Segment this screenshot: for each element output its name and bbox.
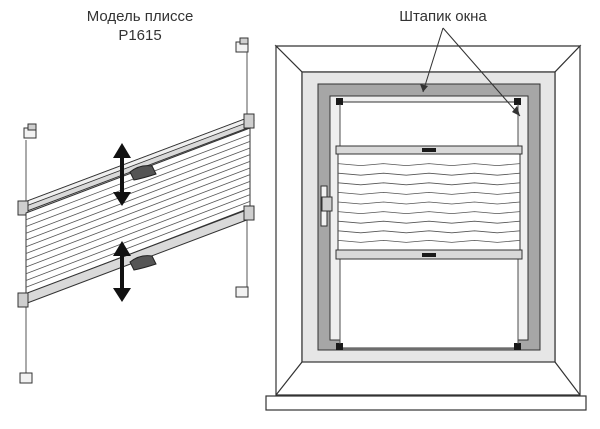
model-title: Модель плиссе <box>86 8 194 25</box>
pleat-line <box>25 140 251 227</box>
blind-pleat-line <box>337 230 521 234</box>
pleat-line <box>25 200 251 288</box>
window-recess <box>274 45 582 73</box>
blind-pleat-line <box>337 201 521 205</box>
pleat-line <box>25 167 251 254</box>
window-sill <box>265 395 587 411</box>
middle-rail <box>17 205 255 308</box>
blind-pleat-line <box>337 211 521 215</box>
blind-pleat-line <box>337 182 521 186</box>
blind-top-grip <box>422 148 436 152</box>
blind-pleat-line <box>337 163 521 167</box>
corner-clips <box>336 98 521 350</box>
blind-pleat-line <box>337 239 521 243</box>
pleat-line <box>25 187 251 275</box>
lower-double-arrow <box>113 241 131 302</box>
pleat-line <box>25 194 251 281</box>
model-code: P1615 <box>118 27 162 44</box>
pleated-blind-illustration <box>17 37 255 384</box>
pleated-fabric <box>25 127 251 295</box>
blind-pleat-line <box>337 191 521 195</box>
top-bracket-left <box>23 123 37 139</box>
window-handle-icon <box>320 185 333 227</box>
upper-double-arrow <box>113 143 131 206</box>
glazing-bead-label: Штапик окна <box>399 8 487 25</box>
blind-pleat-line <box>337 172 521 176</box>
pleat-line <box>25 180 251 268</box>
pleat-line <box>25 160 251 248</box>
blind-bottom-grip <box>422 253 436 257</box>
pleat-line <box>25 147 251 234</box>
pleat-lines <box>25 134 251 288</box>
top-bracket-right <box>235 37 249 53</box>
glazing-bead-pointers <box>420 27 521 117</box>
bottom-bracket-left <box>19 372 33 384</box>
middle-rail-grip <box>129 255 157 271</box>
top-rail-grip <box>129 165 157 181</box>
blind-pleat-line <box>337 220 521 224</box>
bottom-bracket-right <box>235 286 249 298</box>
blind-pleat-lines <box>337 163 521 243</box>
pleat-line <box>25 154 251 241</box>
pleat-line <box>25 174 251 261</box>
window-illustration <box>265 27 587 411</box>
